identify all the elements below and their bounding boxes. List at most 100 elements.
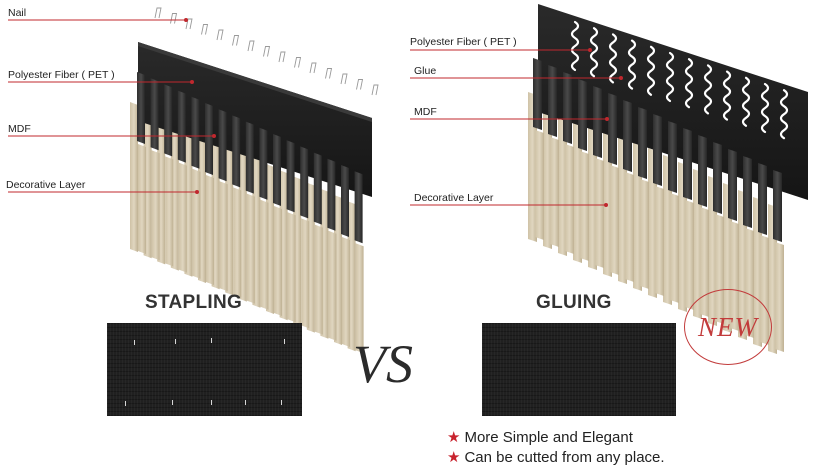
mdf-strip <box>313 152 322 225</box>
decorative-strip <box>573 113 582 263</box>
decorative-strip-front <box>595 158 604 268</box>
label-mdf-right: MDF <box>414 106 437 118</box>
mdf-strip <box>548 65 557 137</box>
glue-squiggle <box>779 89 789 140</box>
label-pet-left: Polyester Fiber ( PET ) <box>8 69 115 81</box>
staple-mark <box>172 400 173 405</box>
decorative-strip-front <box>775 242 784 352</box>
feature-item: ★Can be cutted from any place. <box>447 448 665 466</box>
right-leader-dots <box>588 48 623 207</box>
decorative-strip-front <box>342 237 350 347</box>
decorative-strip-front <box>165 156 174 267</box>
decorative-strip <box>708 176 717 326</box>
decorative-strip-front <box>301 218 310 329</box>
left-leader-dots <box>184 18 216 194</box>
mdf-strip <box>259 127 268 200</box>
mdf-strip <box>150 78 159 151</box>
glue-squiggle <box>589 27 599 78</box>
decorative-strip-front <box>314 224 323 335</box>
label-decorative-left: Decorative Layer <box>6 179 86 191</box>
mdf-strip <box>773 170 782 242</box>
mdf-strip <box>653 114 662 186</box>
decorative-strip-front <box>192 168 201 279</box>
mdf-strip <box>205 103 213 175</box>
decorative-strip-front <box>610 165 619 275</box>
nail-icon <box>232 35 240 46</box>
mdf-strip <box>341 165 349 237</box>
decorative-strip-front <box>206 175 214 285</box>
decorative-strip-front <box>287 212 296 323</box>
nail-icon <box>309 62 317 74</box>
glue-squiggle <box>760 82 770 134</box>
decorative-strip-front <box>550 137 559 247</box>
decorative-strip-front <box>565 144 574 254</box>
staple-mark <box>211 400 212 405</box>
decorative-strip <box>130 102 138 252</box>
mdf-strip <box>300 146 309 219</box>
mdf-strip <box>683 128 692 200</box>
nail-icon <box>216 29 224 41</box>
decorative-strip-front <box>685 200 694 310</box>
mdf-strip <box>218 109 227 182</box>
new-badge: NEW <box>684 289 772 365</box>
glue-squiggle <box>741 76 751 127</box>
mdf-strip <box>273 134 281 206</box>
decorative-strip-front <box>535 130 544 240</box>
feature-text: Can be cutted from any place. <box>464 449 665 466</box>
decorative-strip-front <box>700 207 709 317</box>
decorative-strip <box>618 134 627 284</box>
left-leader-lines <box>8 19 214 193</box>
mdf-strip <box>327 158 336 231</box>
glue-squiggle <box>665 51 675 103</box>
label-pet-right: Polyester Fiber ( PET ) <box>410 36 517 48</box>
decorative-strip <box>663 155 672 305</box>
glue-squiggle <box>570 20 580 72</box>
staple-mark <box>125 401 126 406</box>
decorative-strip-front <box>655 186 664 296</box>
glue-squiggle <box>703 64 713 115</box>
decorative-strip-front <box>260 199 269 310</box>
star-icon: ★ <box>447 429 461 446</box>
label-nail: Nail <box>8 7 27 19</box>
nail-icon <box>278 51 286 63</box>
mdf-strip <box>668 121 677 193</box>
nail-icon <box>263 46 271 57</box>
decorative-strip <box>543 99 552 249</box>
star-icon: ★ <box>447 449 461 466</box>
decorative-strip <box>678 162 687 312</box>
decorative-strip-front <box>580 151 589 261</box>
decorative-strip-front <box>640 179 649 289</box>
decorative-strip-front <box>138 144 146 254</box>
nail-icon <box>170 13 178 24</box>
decorative-strip <box>648 148 657 298</box>
glue-squiggle <box>684 58 694 109</box>
mdf-strip <box>698 135 707 207</box>
decorative-strip-front <box>670 193 679 303</box>
label-glue: Glue <box>414 65 437 77</box>
nail-icon <box>185 18 193 30</box>
gluing-sample <box>482 323 676 416</box>
label-decorative-right: Decorative Layer <box>414 192 494 204</box>
nail-icon <box>371 84 379 96</box>
mdf-strip <box>743 156 752 228</box>
decorative-strip <box>693 169 702 319</box>
nail-icon <box>201 24 209 35</box>
mdf-strip <box>563 72 572 144</box>
stapling-diagram <box>130 7 379 354</box>
mdf-strip <box>191 96 200 169</box>
decorative-strip-front <box>178 162 187 273</box>
staple-mark <box>281 400 282 405</box>
mdf-strip <box>593 86 602 158</box>
mdf-strip <box>608 93 617 165</box>
mdf-strip <box>137 72 145 144</box>
mdf-strip <box>758 163 767 235</box>
decorative-strip-front <box>625 172 634 282</box>
glue-squiggle <box>627 39 637 90</box>
decorative-strip <box>588 120 597 270</box>
versus-text: VS <box>353 334 413 394</box>
mdf-strip <box>728 149 737 221</box>
mdf-strip <box>286 140 295 213</box>
glue-squiggle <box>722 70 732 121</box>
decorative-strip <box>558 106 567 256</box>
new-badge-text: NEW <box>698 312 758 342</box>
